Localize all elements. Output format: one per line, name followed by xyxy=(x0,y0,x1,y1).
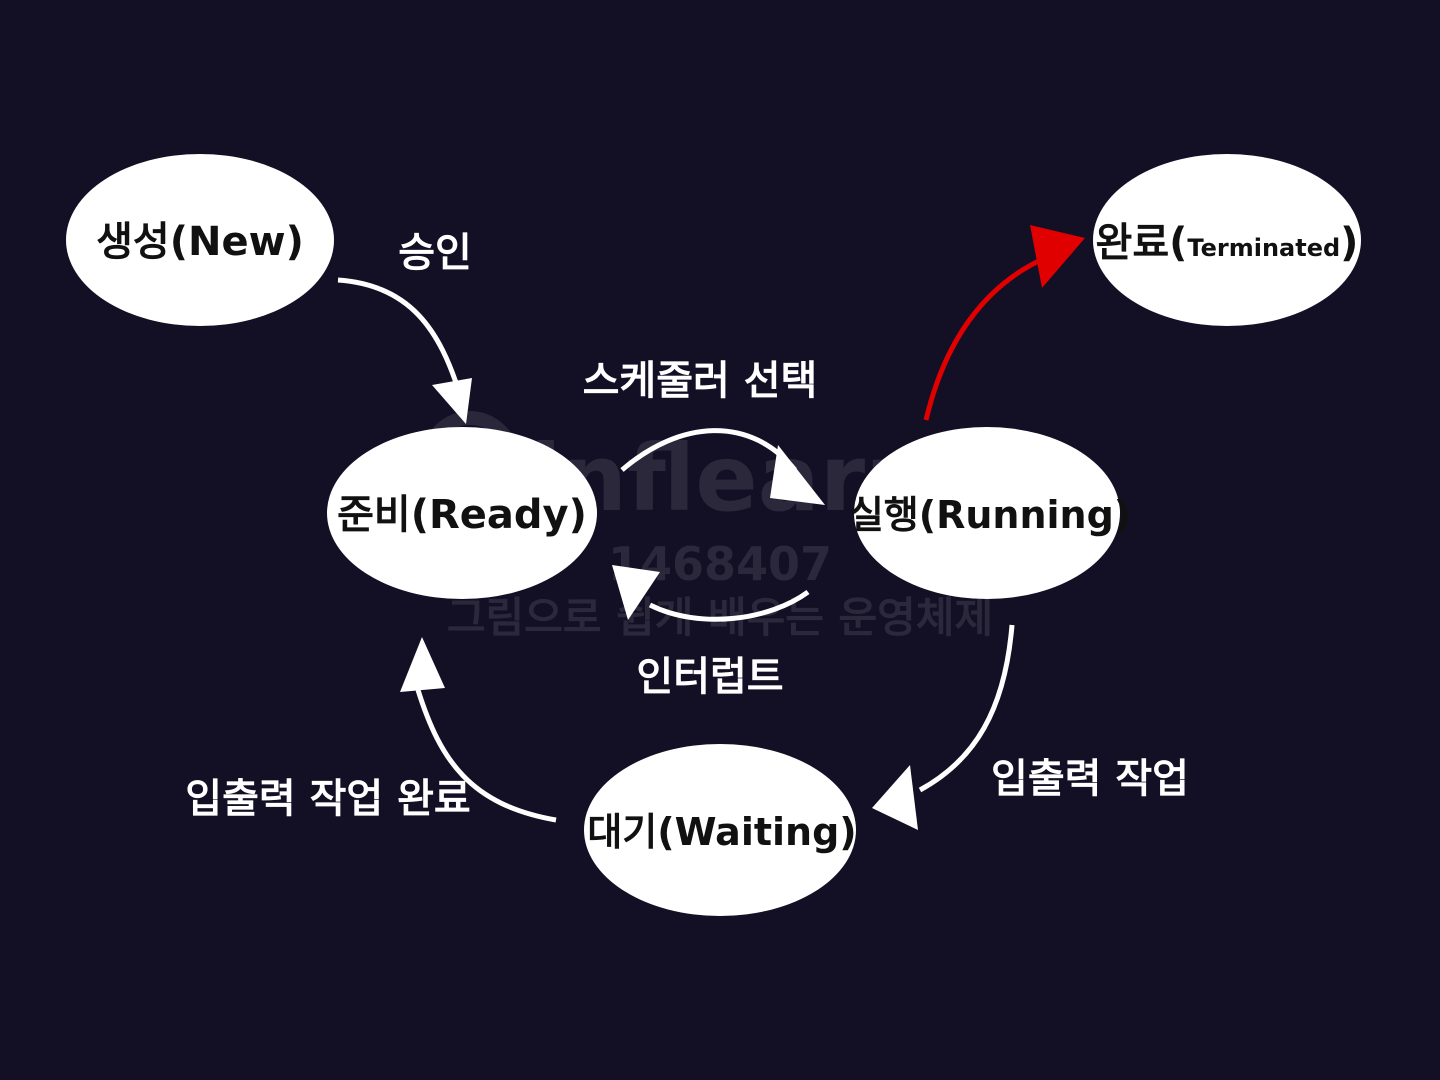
edge-admit-line xyxy=(337,277,463,396)
node-running: 실행(Running) xyxy=(849,427,1131,599)
edge-io-done-arrowhead-icon xyxy=(400,637,445,692)
edge-io-done-line xyxy=(415,689,557,823)
edges xyxy=(337,225,1085,830)
edge-interrupt-label: 인터럽트 xyxy=(636,654,783,700)
node-ready: 준비(Ready) xyxy=(327,427,597,599)
node-terminated-en: Terminated xyxy=(1187,234,1340,262)
edge-interrupt-arrowhead-icon xyxy=(612,565,660,620)
edge-admit-label: 승인 xyxy=(398,230,472,276)
node-terminated-ko: 완료( xyxy=(1096,220,1188,266)
node-new-label: 생성(New) xyxy=(96,219,304,265)
node-waiting: 대기(Waiting) xyxy=(584,744,857,916)
edge-dispatch-arrowhead-icon xyxy=(770,445,825,505)
node-terminated: 완료(Terminated) xyxy=(1093,154,1361,326)
edge-io-wait-arrowhead-icon xyxy=(872,765,918,830)
edge-interrupt-line xyxy=(648,589,810,622)
edge-admit-arrowhead-icon xyxy=(432,378,472,424)
edge-exit-line xyxy=(923,255,1047,421)
edge-io-wait-line xyxy=(918,624,1015,793)
node-terminated-close: ) xyxy=(1340,220,1358,266)
edge-exit-arrowhead-icon xyxy=(1030,225,1085,288)
node-new: 생성(New) xyxy=(66,154,334,326)
node-ready-label: 준비(Ready) xyxy=(337,492,587,538)
edge-io-done-label: 입출력 작업 완료 xyxy=(185,776,470,822)
node-running-label: 실행(Running) xyxy=(849,493,1131,537)
node-waiting-label: 대기(Waiting) xyxy=(587,810,856,854)
edge-dispatch-label: 스케줄러 선택 xyxy=(583,358,818,404)
node-terminated-label: 완료(Terminated) xyxy=(1096,220,1359,266)
edge-io-wait-label: 입출력 작업 xyxy=(991,756,1189,802)
